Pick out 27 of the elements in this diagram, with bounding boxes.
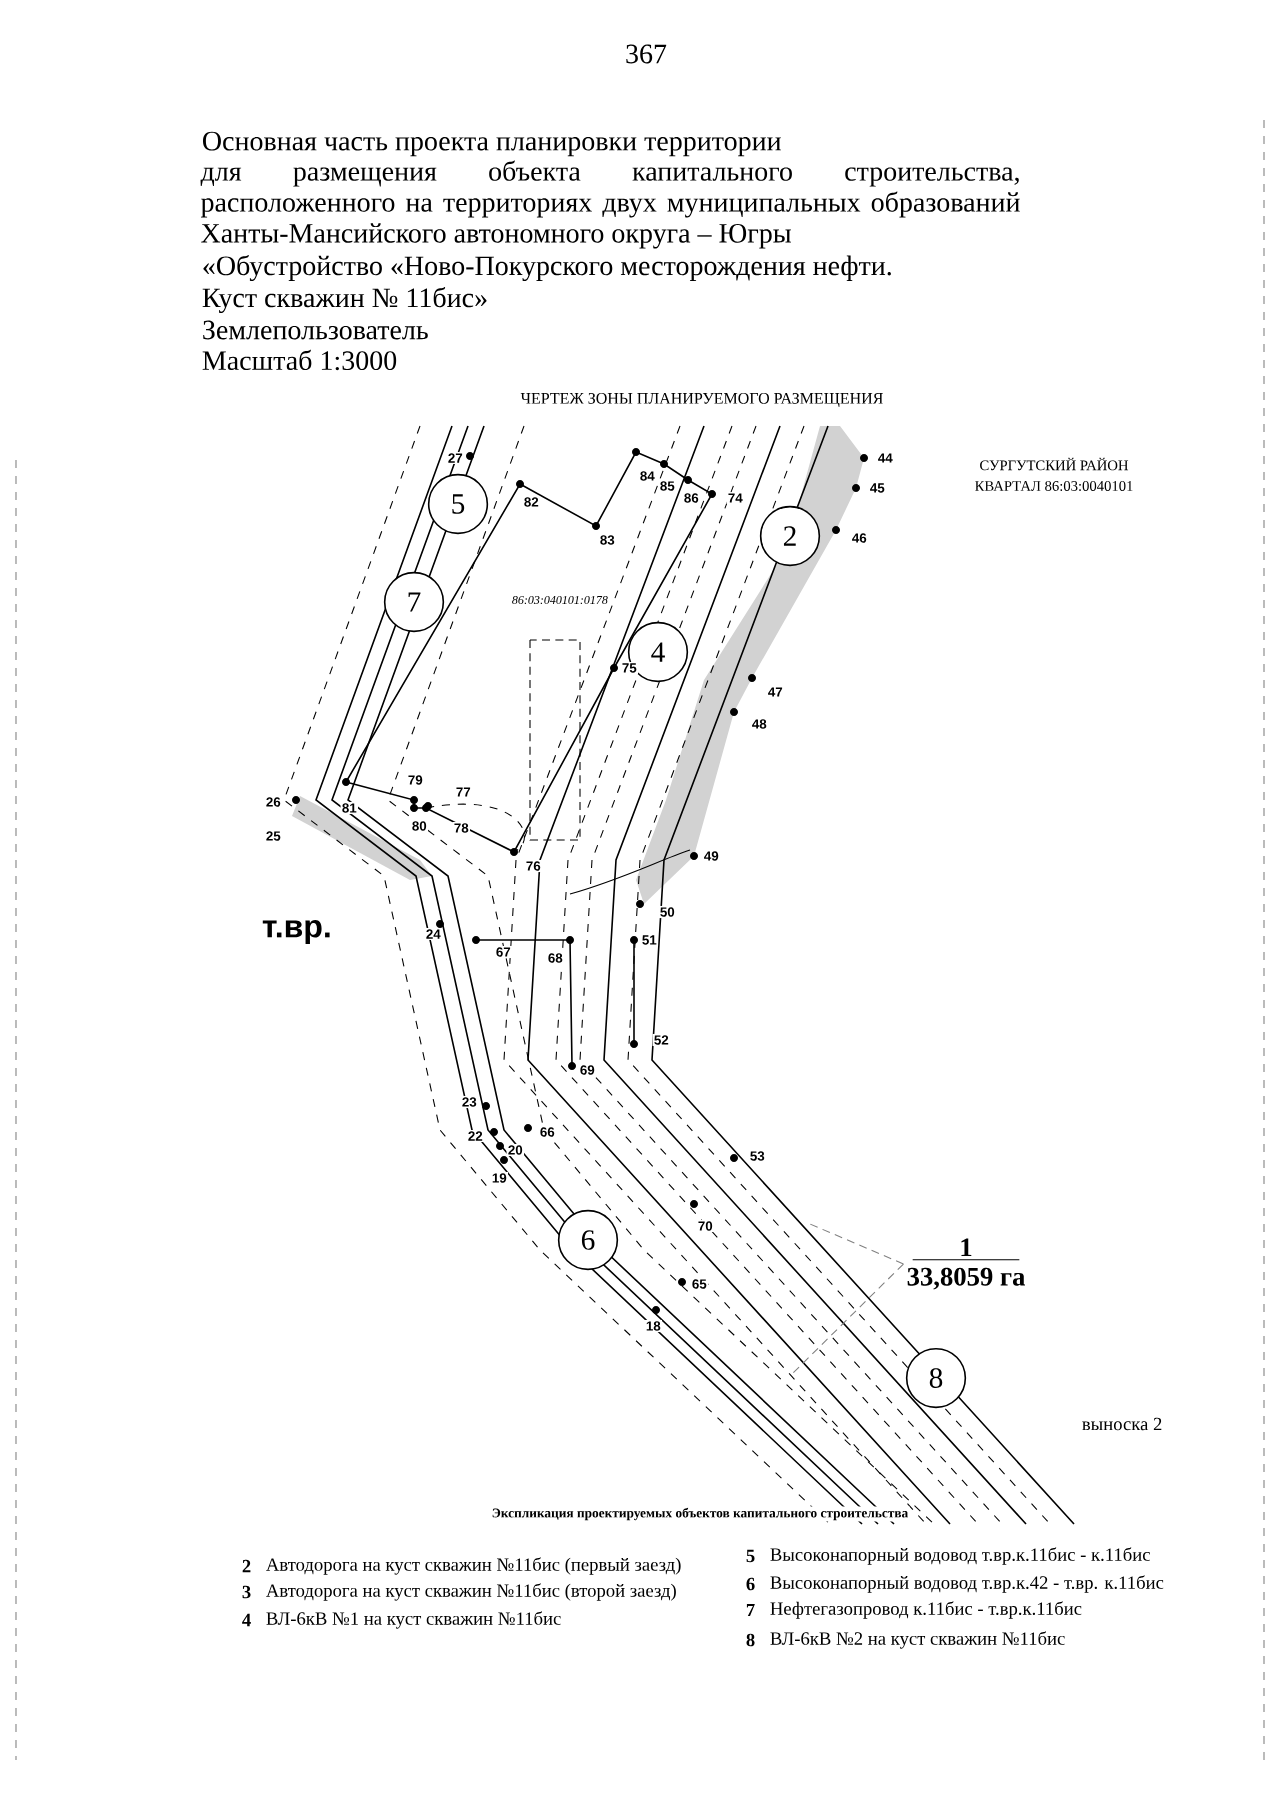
item-text: Автодорога на куст скважин №11бис (второй заезд) <box>264 1582 679 1603</box>
heading-text: «Обустройство «Ново-Покурского месторождения нефти. <box>200 253 895 283</box>
heading-text: Землепользователь <box>200 319 430 341</box>
heading-text: Основная часть проекта планировки территории <box>200 130 783 158</box>
drawing-title: ЧЕРТЕЖ ЗОНЫ ПЛАНИРУЕМОГО РАЗМЕЩЕНИЯ <box>520 393 883 408</box>
para-text: для размещения объекта капитального строительства, расположенного на территориях двух муниципальных образований Ханты-Мансийского автономного округа – Югры <box>200 160 1020 249</box>
item-number: 5 <box>744 1548 757 1564</box>
leader-line <box>789 1263 904 1377</box>
callout-text: выноска 2 <box>1080 1416 1164 1432</box>
heading-text: Масштаб 1:3000 <box>200 348 399 372</box>
item-text: ВЛ-6кВ №1 на куст скважин №11бис <box>264 1610 563 1631</box>
item-text: Нефтегазопровод к.11бис - т.вр.к.11бис <box>768 1600 1084 1620</box>
area-label: 1 33,8059 га <box>907 1238 1025 1290</box>
item-text: Автодорога на куст скважин №11бис (первый заезд) <box>264 1556 683 1577</box>
branch-label: т.вр. <box>260 918 334 946</box>
item-number: 6 <box>744 1576 757 1592</box>
page-number: 367 <box>623 43 669 65</box>
leader-line <box>809 1223 904 1265</box>
item-text: Высоконапорный водовод т.вр.к.42 - т.вр. к.11бис <box>768 1574 1166 1594</box>
item-number: 8 <box>744 1632 757 1648</box>
item-number: 2 <box>240 1558 253 1574</box>
item-text: Высоконапорный водовод т.вр.к.11бис - к.11бис <box>768 1546 1152 1566</box>
item-number: 3 <box>240 1584 253 1600</box>
heading-text: Куст скважин № 11бис» <box>200 285 490 315</box>
item-number: 7 <box>744 1602 757 1618</box>
item-number: 4 <box>240 1612 253 1628</box>
item-text: ВЛ-6кВ №2 на куст скважин №11бис <box>768 1630 1067 1651</box>
